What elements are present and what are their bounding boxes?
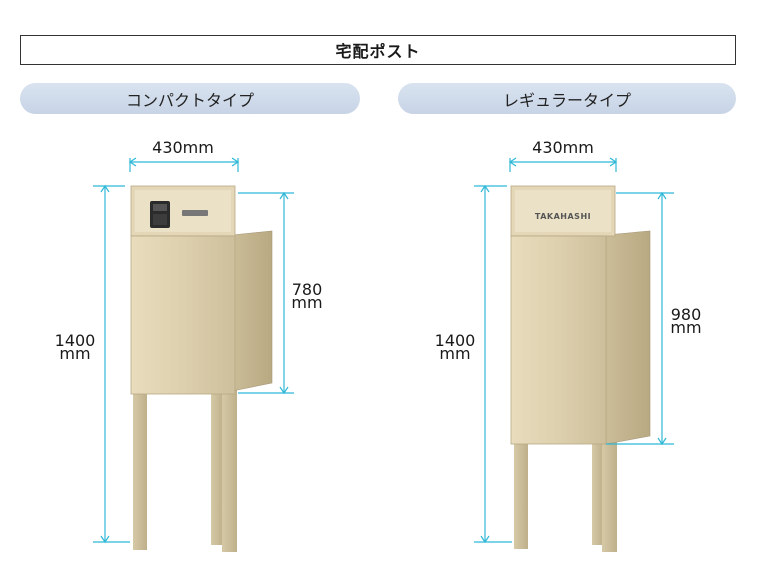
compact-width-label: 430mm	[152, 138, 214, 157]
compact-rear-post	[211, 360, 223, 545]
regular-rear-post	[592, 430, 603, 545]
regular-body-unit: mm	[670, 318, 701, 337]
regular-width-label: 430mm	[532, 138, 594, 157]
compact-post-right	[222, 380, 237, 552]
type-label-regular: レギュラータイプ	[398, 83, 736, 114]
regular-post-left	[514, 437, 528, 549]
regular-nameplate: TAKAHASHI	[535, 212, 591, 221]
compact-dimensions	[93, 157, 294, 544]
regular-post-right	[602, 437, 617, 552]
regular-dimensions	[474, 157, 674, 544]
regular-front-body	[510, 235, 607, 445]
compact-mailbox	[130, 185, 273, 552]
regular-side-box	[605, 230, 651, 445]
regular-mailbox: TAKAHASHI	[510, 185, 651, 552]
compact-height-value: 1400	[55, 331, 96, 350]
compact-body-unit: mm	[291, 293, 322, 312]
compact-front-body	[130, 235, 236, 395]
compact-side-box	[231, 230, 273, 392]
regular-height-value: 1400	[435, 331, 476, 350]
compact-nameplate	[182, 210, 208, 216]
compact-post-left	[133, 380, 147, 550]
type-label-compact: コンパクトタイプ	[20, 83, 360, 114]
regular-height-unit: mm	[439, 344, 470, 363]
compact-body-value: 780	[292, 280, 323, 299]
compact-height-unit: mm	[59, 344, 90, 363]
page-title: 宅配ポスト	[20, 35, 736, 65]
regular-body-value: 980	[671, 305, 702, 324]
